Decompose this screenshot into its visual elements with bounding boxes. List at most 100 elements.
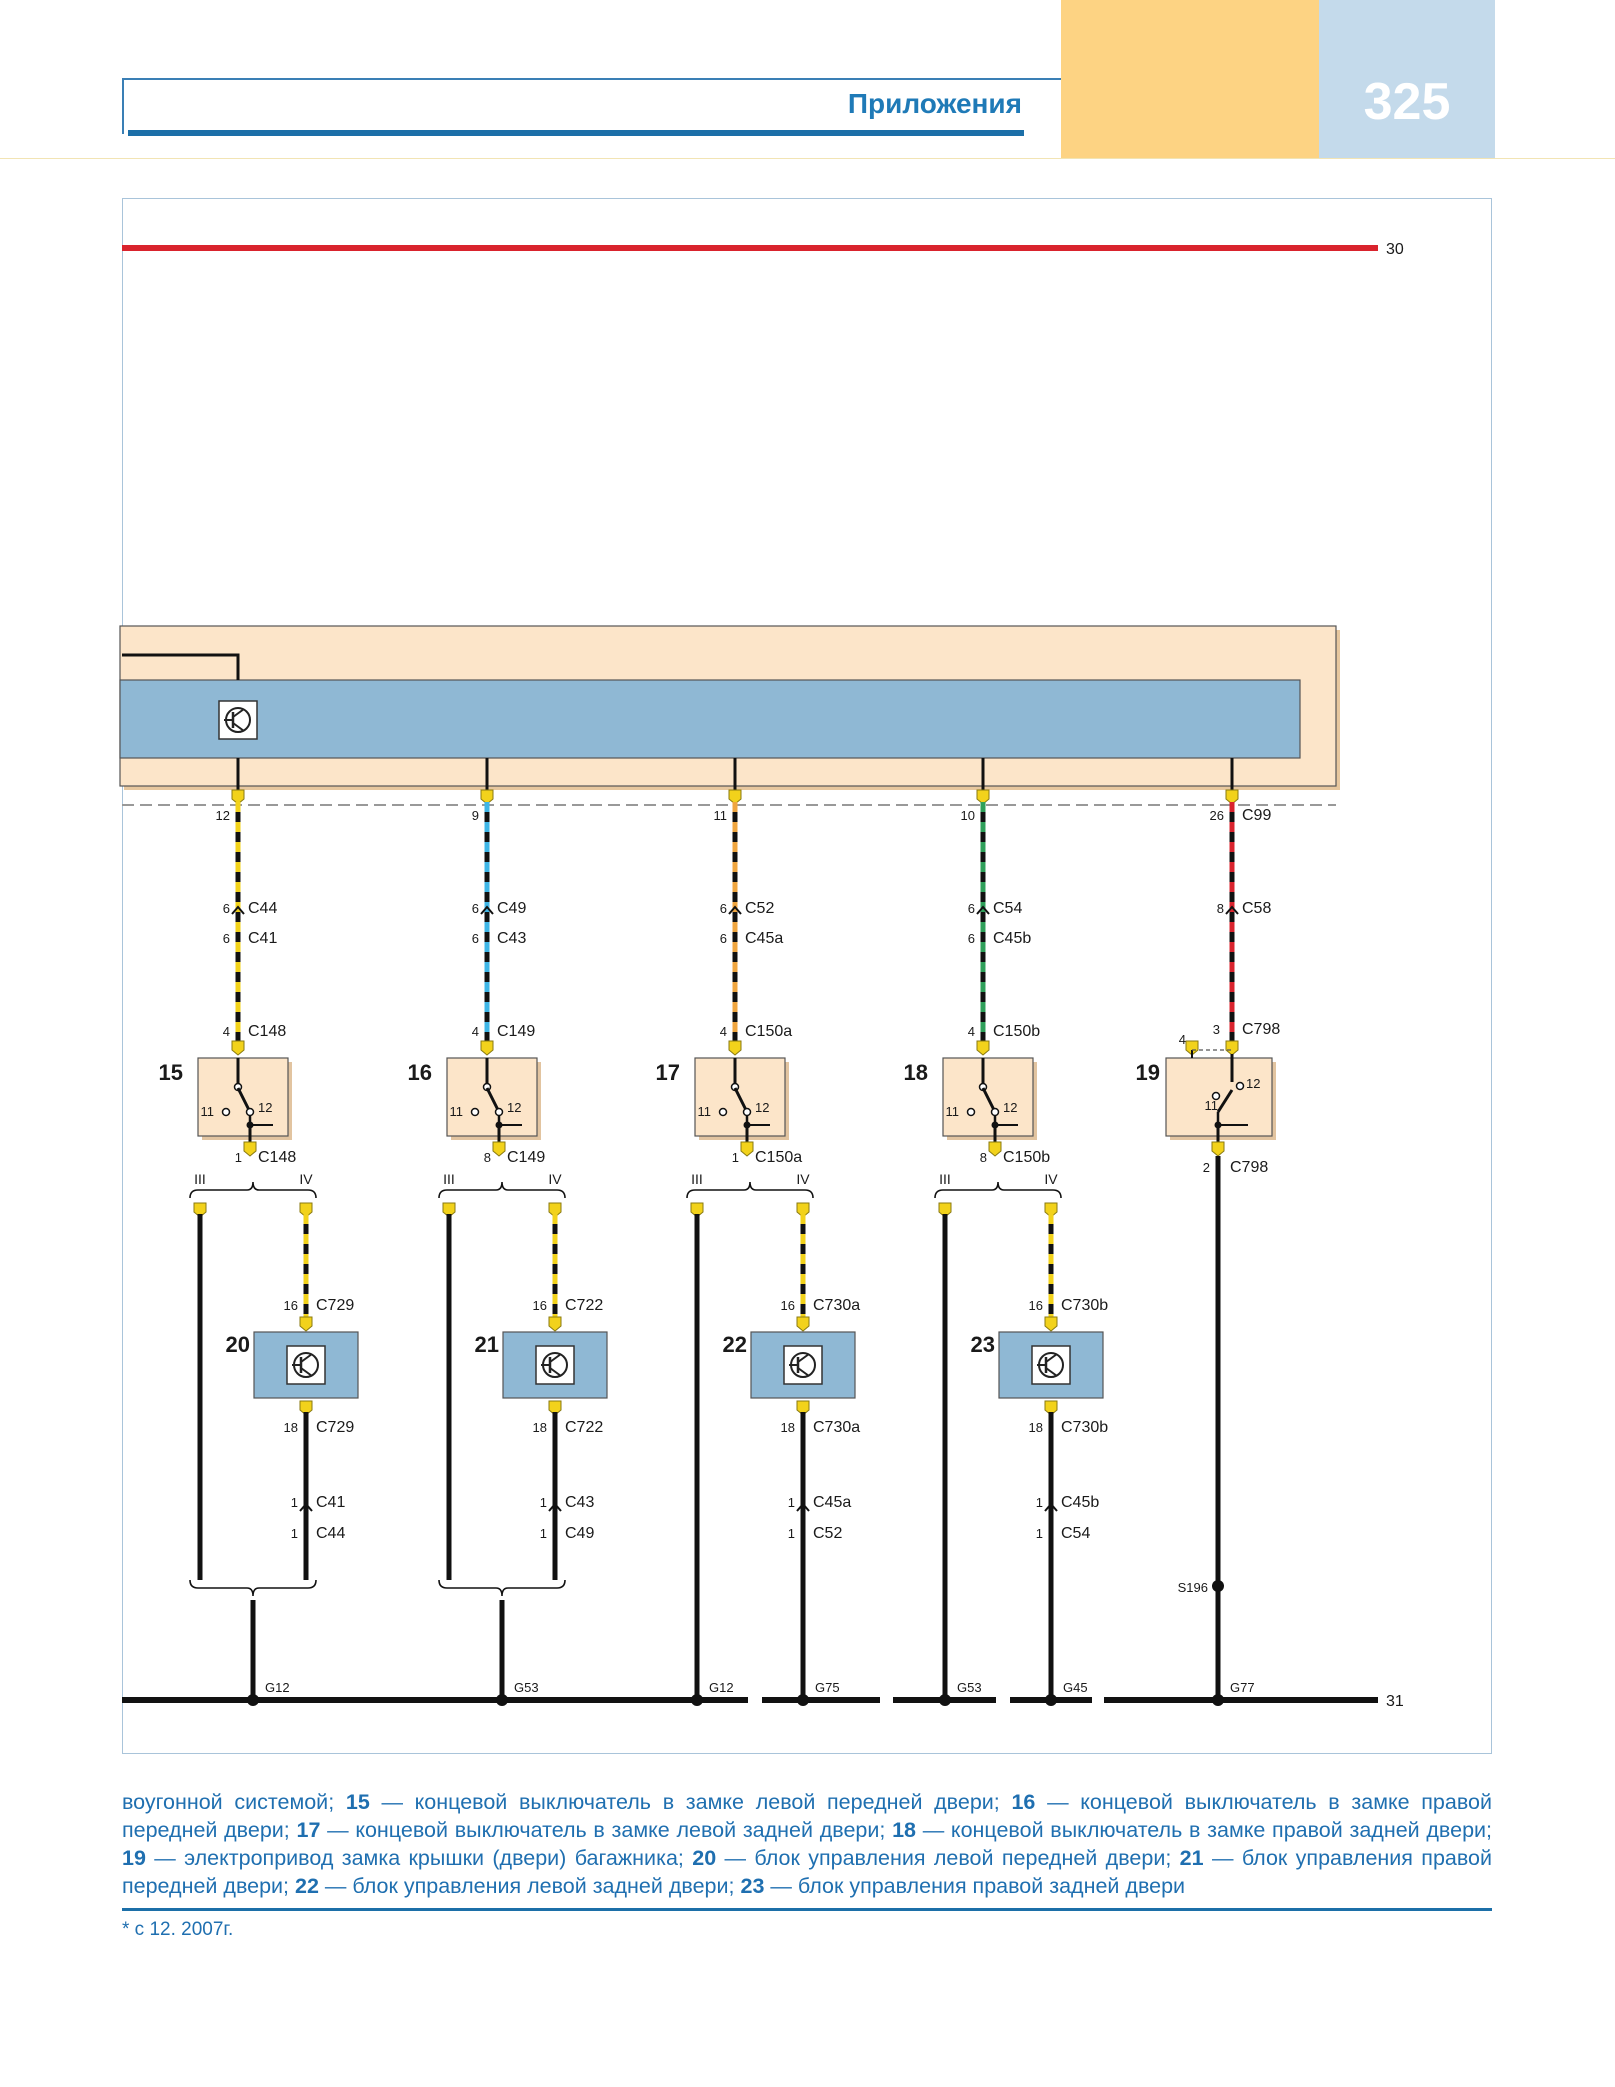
control-unit-20-bottom-pin: 18 — [284, 1420, 298, 1435]
caption-item-number: 20 — [692, 1846, 717, 1870]
caption-text: — концевой выключатель в замке левой пер… — [369, 1790, 1012, 1814]
actuator-19-contact-11 — [1211, 1091, 1221, 1101]
control-unit-20-lower-connector-2: C44 — [316, 1525, 345, 1542]
control-unit-20-top-connector: C729 — [316, 1297, 354, 1314]
control-unit-21-bottom-pin: 18 — [533, 1420, 547, 1435]
control-unit-21-top-connector: C722 — [565, 1297, 603, 1314]
switch-16-top-terminal — [480, 1040, 494, 1056]
switch-16-nc-contact — [470, 1107, 480, 1117]
switch-15-bottom-pin: 1 — [235, 1150, 242, 1165]
control-unit-22-number: 22 — [723, 1332, 747, 1357]
switch-17-nc-pin: 11 — [698, 1104, 712, 1119]
switch-16-mid-pin-2: 6 — [472, 931, 479, 946]
caption-item-number: 17 — [296, 1818, 321, 1842]
control-unit-22-lower-pin-1: 1 — [788, 1495, 795, 1510]
ground-point-5 — [939, 1694, 951, 1706]
control-unit-22-transistor-icon-collector — [797, 1353, 810, 1363]
control-unit-22-roman-iv: IV — [796, 1171, 810, 1187]
switch-18-no-pin: 12 — [1003, 1100, 1017, 1115]
control-unit-21-top-pin: 16 — [533, 1298, 547, 1313]
control-unit-23-bottom-terminal — [1044, 1400, 1058, 1416]
ground-label-4: G75 — [815, 1680, 840, 1695]
control-unit-21-top-terminal — [548, 1316, 562, 1332]
switch-17-connector-chevron-1 — [728, 905, 742, 915]
switch-17-mid-pin-2: 6 — [720, 931, 727, 946]
caption-text: — электропривод замка крышки (двери) баг… — [145, 1846, 693, 1870]
switch-16-module-terminal — [480, 789, 494, 805]
control-unit-23-lower-connector-1: C45b — [1061, 1494, 1099, 1511]
switch-16-top-connector: C149 — [497, 1023, 535, 1040]
actuator-19-inner-pin-12: 12 — [1246, 1076, 1260, 1091]
header-underline — [128, 130, 1024, 136]
actuator-19-side-terminal — [1185, 1040, 1199, 1056]
control-unit-21-iii-terminal — [442, 1202, 456, 1218]
caption-rule — [122, 1908, 1492, 1911]
control-unit-21-lower-connector-2: C49 — [565, 1525, 594, 1542]
caption-item-number: 19 — [122, 1846, 146, 1870]
switch-17-mid-connector-2: C45a — [745, 930, 783, 947]
header-frame — [122, 78, 1304, 134]
control-unit-21-brace — [438, 1181, 566, 1199]
switch-18-mid-connector-1: C54 — [993, 900, 1022, 917]
caption-text: — концевой выключатель в замке правой за… — [916, 1818, 1493, 1842]
power-line-label: 30 — [1386, 241, 1404, 258]
control-unit-20-roman-iii: III — [194, 1171, 206, 1187]
control-unit-20-number: 20 — [226, 1332, 250, 1357]
actuator-19-junction — [1214, 1121, 1222, 1129]
switch-16-mid-connector-1: C49 — [497, 900, 526, 917]
control-unit-22-brace — [686, 1181, 814, 1199]
control-unit-23-iv-terminal — [1044, 1202, 1058, 1218]
control-unit-20-top-pin: 16 — [284, 1298, 298, 1313]
actuator-19-blade — [1216, 1089, 1234, 1113]
switch-15-module-pin: 12 — [216, 808, 230, 823]
control-unit-23-bottom-pin: 18 — [1029, 1420, 1043, 1435]
control-unit-22-bottom-pin: 18 — [781, 1420, 795, 1435]
actuator-19-connector-chevron — [1225, 905, 1239, 915]
actuator-19-inner-pin-11: 11 — [1205, 1098, 1219, 1113]
header-rule — [0, 158, 1615, 159]
caption-text: — концевой выключатель в замке правой пе… — [122, 1790, 1492, 1842]
switch-15-mid-connector-1: C44 — [248, 900, 277, 917]
actuator-19-mid-connector: C58 — [1242, 900, 1271, 917]
switch-15-no-contact — [245, 1107, 255, 1117]
switch-17-module-terminal — [728, 789, 742, 805]
control-unit-21-bottom-terminal — [548, 1400, 562, 1416]
caption-item-number: 21 — [1179, 1846, 1204, 1870]
actuator-19-side-pin: 4 — [1179, 1032, 1186, 1047]
switch-15-top-connector: C148 — [248, 1023, 286, 1040]
control-unit-23-transistor-icon-collector — [1045, 1353, 1058, 1363]
actuator-19-module-terminal — [1225, 789, 1239, 805]
switch-15-mid-pin-1: 6 — [223, 901, 230, 916]
actuator-19-module-connector: C99 — [1242, 807, 1271, 824]
switch-17-no-pin: 12 — [755, 1100, 769, 1115]
control-unit-20-bottom-connector: C729 — [316, 1419, 354, 1436]
control-unit-20-lower-connector-1: C41 — [316, 1494, 345, 1511]
control-unit-22-lower-connector-2: C52 — [813, 1525, 842, 1542]
ground-label-6: G45 — [1063, 1680, 1088, 1695]
switch-17-top-connector: C150a — [745, 1023, 792, 1040]
ground-point-4 — [797, 1694, 809, 1706]
control-unit-22-top-pin: 16 — [781, 1298, 795, 1313]
figure-caption: воугонной системой; 15 — концевой выключ… — [122, 1788, 1492, 1900]
switch-15-no-pin: 12 — [258, 1100, 272, 1115]
switch-16-mid-connector-2: C43 — [497, 930, 526, 947]
actuator-19-splice-dot — [1212, 1580, 1224, 1592]
control-unit-21-roman-iv: IV — [548, 1171, 562, 1187]
control-unit-23-top-pin: 16 — [1029, 1298, 1043, 1313]
switch-16-top-pin: 4 — [472, 1024, 479, 1039]
section-title: Приложения — [847, 88, 1022, 119]
switch-17-mid-pin-1: 6 — [720, 901, 727, 916]
control-unit-23-roman-iii: III — [939, 1171, 951, 1187]
caption-item-number: 22 — [295, 1874, 319, 1898]
ground-bus-label: 31 — [1386, 1693, 1404, 1710]
switch-17-bottom-pin: 1 — [732, 1150, 739, 1165]
switch-17-nc-contact — [718, 1107, 728, 1117]
control-unit-23-roman-iv: IV — [1044, 1171, 1058, 1187]
actuator-19-mid-pin: 8 — [1217, 901, 1224, 916]
module-transistor-icon-emitter — [232, 722, 245, 732]
switch-18-number: 18 — [904, 1060, 928, 1085]
control-unit-23-top-connector: C730b — [1061, 1297, 1108, 1314]
switch-18-mid-pin-1: 6 — [968, 901, 975, 916]
actuator-19-bottom-pin: 2 — [1203, 1160, 1210, 1175]
